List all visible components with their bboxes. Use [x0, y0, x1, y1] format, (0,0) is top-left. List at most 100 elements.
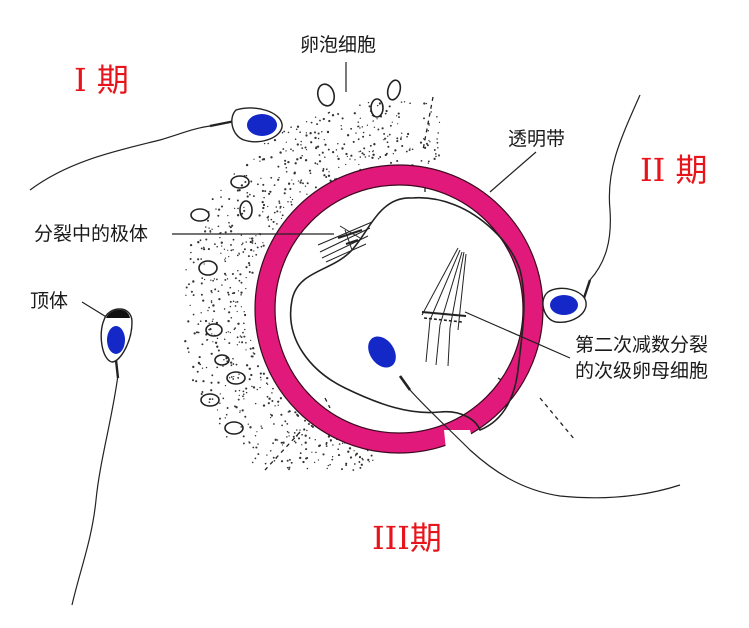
stipple-dot	[211, 229, 212, 230]
stipple-dot	[213, 310, 215, 312]
stipple-dot	[297, 143, 299, 145]
sperm-head-2	[550, 295, 578, 315]
stipple-dot	[358, 151, 359, 152]
stipple-dot	[243, 394, 245, 396]
stipple-dot	[211, 333, 212, 334]
stipple-dot	[255, 243, 256, 244]
stipple-dot	[230, 230, 232, 232]
stipple-dot	[259, 156, 261, 158]
stipple-dot	[421, 160, 423, 162]
stipple-dot	[240, 426, 242, 428]
stipple-dot	[221, 205, 223, 207]
stipple-dot	[237, 208, 239, 210]
stipple-dot	[218, 208, 220, 210]
stipple-dot	[284, 192, 286, 194]
stipple-dot	[255, 235, 256, 236]
stipple-dot	[267, 384, 268, 385]
stipple-dot	[314, 462, 315, 463]
stipple-dot	[234, 329, 236, 331]
stipple-dot	[211, 292, 213, 294]
stipple-dot	[221, 245, 222, 246]
stipple-dot	[407, 133, 409, 135]
stipple-dot	[291, 179, 292, 180]
stipple-dot	[249, 368, 251, 370]
stipple-dot	[198, 362, 200, 364]
stipple-dot	[315, 116, 316, 117]
stipple-dot	[241, 184, 243, 186]
stipple-dot	[203, 247, 205, 249]
stipple-dot	[237, 311, 238, 312]
stipple-dot	[337, 158, 339, 160]
stipple-dot	[297, 126, 299, 128]
stipple-dot	[246, 392, 248, 394]
stipple-dot	[390, 162, 392, 164]
stipple-dot	[187, 320, 189, 322]
stipple-dot	[409, 102, 411, 104]
stipple-dot	[235, 305, 237, 307]
stipple-dot	[296, 128, 298, 130]
stipple-dot	[332, 456, 333, 457]
stipple-dot	[372, 154, 374, 156]
stipple-dot	[229, 287, 231, 289]
stipple-dot	[226, 332, 227, 333]
stipple-dot	[250, 181, 252, 183]
stipple-dot	[437, 142, 439, 144]
stipple-dot	[279, 202, 281, 204]
stipple-dot	[317, 163, 319, 165]
stipple-dot	[299, 191, 300, 192]
stipple-dot	[206, 339, 208, 341]
stipple-dot	[194, 332, 196, 334]
stipple-dot	[303, 428, 305, 430]
stipple-dot	[293, 436, 295, 438]
stipple-dot	[385, 113, 387, 115]
stipple-dot	[314, 131, 316, 133]
stipple-dot	[267, 206, 268, 207]
stipple-dot	[379, 102, 381, 104]
stipple-dot	[383, 139, 384, 140]
oocyte-spindle	[422, 248, 466, 366]
stipple-dot	[270, 156, 272, 158]
stipple-dot	[239, 412, 240, 413]
stipple-dot	[319, 154, 321, 156]
stipple-dot	[295, 162, 297, 164]
stipple-dot	[409, 148, 410, 149]
stipple-dot	[243, 336, 245, 338]
stipple-dot	[197, 258, 199, 260]
stipple-dot	[228, 342, 230, 344]
stipple-dot	[341, 468, 343, 470]
stipple-dot	[284, 163, 286, 165]
stipple-dot	[347, 134, 349, 136]
stipple-dot	[365, 156, 367, 158]
stipple-dot	[367, 125, 368, 126]
stipple-dot	[288, 467, 290, 469]
stipple-dot	[241, 213, 243, 215]
stipple-dot	[341, 147, 343, 149]
stipple-dot	[227, 320, 229, 322]
stipple-dot	[306, 149, 307, 150]
stipple-dot	[401, 101, 403, 103]
stipple-dot	[218, 225, 220, 227]
stipple-dot	[396, 160, 398, 162]
stipple-dot	[347, 156, 348, 157]
stipple-dot	[277, 439, 279, 441]
stipple-dot	[193, 314, 195, 316]
stipple-dot	[398, 113, 400, 115]
stipple-dot	[240, 291, 242, 293]
label-acrosome: 顶体	[30, 292, 68, 311]
stipple-dot	[404, 101, 405, 102]
stipple-dot	[329, 464, 331, 466]
stipple-dot	[308, 423, 310, 425]
stipple-dot	[358, 164, 359, 165]
stipple-dot	[225, 417, 226, 418]
stipple-dot	[349, 158, 350, 159]
stipple-dot	[300, 179, 302, 181]
stipple-dot	[424, 147, 426, 149]
stipple-dot	[360, 150, 362, 152]
sperm-phase-1	[30, 108, 282, 190]
stipple-dot	[223, 359, 224, 360]
stipple-dot	[295, 442, 297, 444]
stipple-dot	[401, 133, 402, 134]
stipple-dot	[390, 125, 392, 127]
stipple-dot	[268, 402, 270, 404]
stipple-dot	[232, 292, 234, 294]
